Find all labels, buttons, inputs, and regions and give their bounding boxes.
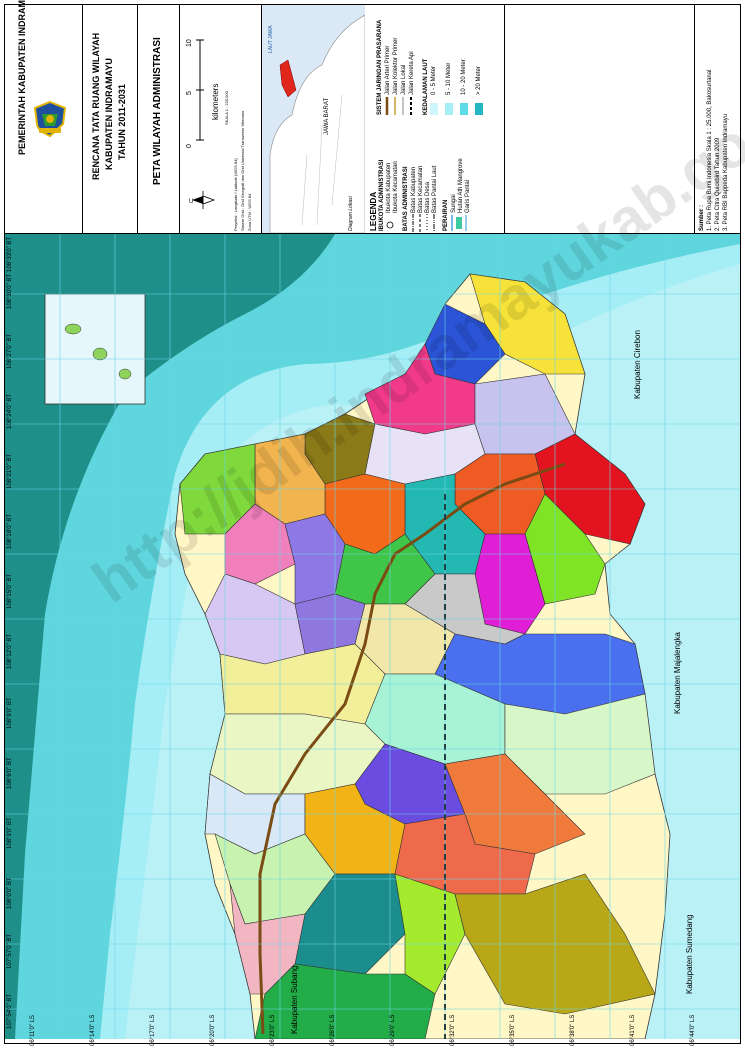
sea-10-20 xyxy=(5,234,740,1039)
inset-sea-label: LAUT JAWA xyxy=(268,25,274,53)
north-arrow-icon: U xyxy=(189,191,216,209)
latitude-label: 06°29'0" LS xyxy=(390,1014,396,1046)
longitude-label: 107°54'0" BT xyxy=(7,993,13,1029)
legend-item-village-boundary: Batas Desa xyxy=(425,181,431,213)
legend-item-local-road: Jalan Lokal xyxy=(401,64,407,95)
regency-capital-icon xyxy=(386,221,394,229)
legend-spacer xyxy=(505,5,695,233)
legend-item-river: Sungai xyxy=(451,194,457,213)
longitude-label: 108°12'0" BT xyxy=(7,633,13,669)
legend-item-railway: Jalan Kereta Api xyxy=(409,51,415,95)
longitude-label: 108°9'0" BT xyxy=(7,697,13,729)
longitude-label: 108°6'0" BT xyxy=(7,757,13,789)
latitude-label: 06°38'0" LS xyxy=(570,1014,576,1046)
plan-title-line1: RENCANA TATA RUANG WILAYAH xyxy=(91,32,101,180)
longitude-label: 108°24'0" BT xyxy=(7,393,13,429)
scale-bar-icon xyxy=(196,39,204,141)
legend-item-coastline: Garis Pantai xyxy=(465,179,471,213)
island xyxy=(92,347,108,361)
scale-ratio: SKALA 1 : 220.000 xyxy=(224,91,229,125)
longitude-label: 108°33'0" BT xyxy=(7,236,13,272)
depth-swatch-0-5 xyxy=(430,103,438,115)
plan-title-line3: TAHUN 2011-2031 xyxy=(117,84,127,160)
map-canvas xyxy=(5,234,740,1039)
sea-deep xyxy=(5,234,335,1039)
legend-item-arterial-road: Jalan Arteri Primer xyxy=(385,45,391,95)
grid-lines xyxy=(5,234,740,1039)
scale-tick-0: 0 xyxy=(186,144,193,148)
projection-line-1: Proyeksi : Longitude / Latitude (WGS 84) xyxy=(233,158,238,231)
legend-title: LEGENDA xyxy=(369,191,378,231)
location-inset-map xyxy=(262,5,365,233)
regency-emblem-icon xyxy=(33,100,67,138)
legend-item-collector-road: Jalan Kolektor Primer xyxy=(393,37,399,95)
neighbor-label-majalengka: Kabupaten Majalengka xyxy=(673,632,682,714)
government-column: PEMERINTAH KABUPATEN INDRAMAYU xyxy=(5,0,83,233)
map-title: PETA WILAYAH ADMINISTRASI xyxy=(152,37,163,185)
legend-item-depth-0-5: 0 - 5 Meter xyxy=(431,65,437,95)
legend-item-coast-boundary: Batas Pantai Laut xyxy=(432,165,438,213)
latitude-label: 06°32'0" LS xyxy=(450,1014,456,1046)
depth-swatch-over-20 xyxy=(475,103,483,115)
longitude-label: 108°30'0" BT xyxy=(7,273,13,309)
inset-province-label: JAWA BARAT xyxy=(324,97,330,135)
longitude-label: 107°57'0" BT xyxy=(7,933,13,969)
plan-title-line2: KABUPATEN INDRAMAYU xyxy=(104,58,114,170)
depth-swatch-10-20 xyxy=(460,103,468,115)
legend-item-district-capital: Ibukota Kecamatan xyxy=(393,161,399,213)
neighbor-label-cirebon: Kabupaten Cirebon xyxy=(633,330,642,399)
scale-tick-5: 5 xyxy=(186,91,193,95)
government-name: PEMERINTAH KABUPATEN INDRAMAYU xyxy=(17,0,27,155)
island-inset xyxy=(44,293,146,405)
depth-swatch-5-10 xyxy=(445,103,453,115)
plan-title-column: RENCANA TATA RUANG WILAYAH KABUPATEN IND… xyxy=(83,5,138,233)
legend-item-district-boundary: Batas Kecamatan xyxy=(418,165,424,213)
legend-column: LEGENDA IBUKOTA ADMINISTRASI Ibukota Kab… xyxy=(365,5,505,233)
latitude-label: 06°35'0" LS xyxy=(510,1014,516,1046)
main-map: 107°54'0" BT 107°57'0" BT 108°0'0" BT 10… xyxy=(5,234,740,1039)
longitude-label: 108°21'0" BT xyxy=(7,453,13,489)
projection-line-3: Zona UTM : WGS 84 xyxy=(247,193,252,231)
latitude-label: 06°14'0" LS xyxy=(90,1014,96,1046)
projection-line-2: Sistem Grid : Grid Geografi dan Grid Uni… xyxy=(240,110,245,231)
longitude-label: 108°27'0" BT xyxy=(7,333,13,369)
boundary-lines-icon xyxy=(412,214,435,232)
scale-column: U 0 5 10 kilometers SKALA 1 : 220.000 Pr… xyxy=(180,5,262,233)
island xyxy=(118,368,132,380)
longitude-label: 108°15'0" BT xyxy=(7,573,13,609)
legend-item-depth-over-20: > 20 Meter xyxy=(476,66,482,95)
map-frame xyxy=(4,4,741,1044)
neighbor-label-sumedang: Kabupaten Sumedang xyxy=(685,914,694,994)
map-title-column: PETA WILAYAH ADMINISTRASI xyxy=(138,5,180,233)
longitude-label: 108°3'0" BT xyxy=(7,817,13,849)
legend-item-regency-boundary: Batas Kabupaten xyxy=(411,166,417,213)
island xyxy=(64,323,82,335)
neighbor-label-subang: Kabupaten Subang xyxy=(290,965,299,1034)
legend-item-depth-5-10: 5 - 10 Meter xyxy=(446,62,452,95)
longitude-label: 108°18'0" BT xyxy=(7,513,13,549)
latitude-label: 06°17'0" LS xyxy=(150,1014,156,1046)
legend-item-depth-10-20: 10 - 20 Meter xyxy=(461,59,467,95)
latitude-label: 06°26'0" LS xyxy=(330,1014,336,1046)
scale-tick-10: 10 xyxy=(186,39,193,47)
road-lines-icon xyxy=(385,97,412,115)
legend-heading-capitals: IBUKOTA ADMINISTRASI xyxy=(379,159,385,231)
latitude-label: 06°23'0" LS xyxy=(270,1014,276,1046)
location-inset: LAUT JAWA JAWA BARAT Diagram Lokasi xyxy=(262,5,365,233)
legend-heading-sea-depth: KEDALAMAN LAUT xyxy=(423,58,429,115)
title-block: PEMERINTAH KABUPATEN INDRAMAYU RENCANA T… xyxy=(5,0,740,234)
latitude-label: 06°41'0" LS xyxy=(630,1014,636,1046)
latitude-label: 06°11'0" LS xyxy=(30,1015,36,1046)
svg-text:U: U xyxy=(189,199,193,205)
latitude-label: 06°20'0" LS xyxy=(210,1014,216,1046)
scale-unit: kilometers xyxy=(211,83,220,120)
legend-item-regency-capital: Ibukota Kabupaten xyxy=(386,162,392,213)
latitude-label: 06°44'0" LS xyxy=(690,1014,696,1046)
longitude-label: 108°0'0" BT xyxy=(7,877,13,909)
mangrove-icon xyxy=(451,215,467,231)
legend-item-mangrove: Hutan Ath Mangrove xyxy=(458,158,464,213)
arterial-road xyxy=(258,462,566,1035)
inset-caption: Diagram Lokasi xyxy=(348,196,354,231)
